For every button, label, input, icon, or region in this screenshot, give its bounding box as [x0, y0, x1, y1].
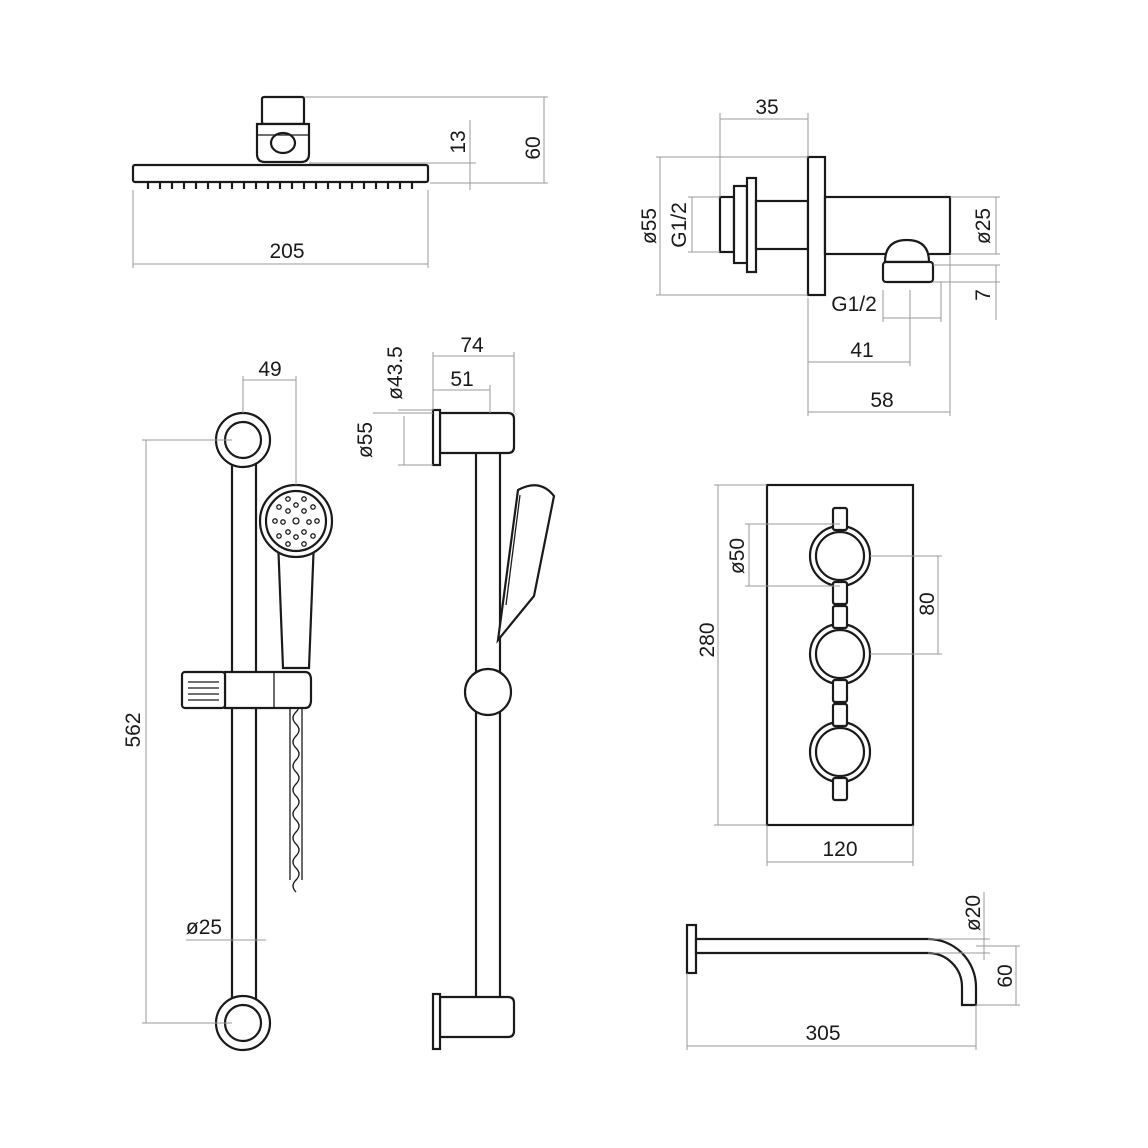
outlet-plate-dia-label: ø55 [638, 208, 661, 244]
shower-arm-label: 13 [447, 130, 470, 153]
valve-handle-dia-label: ø50 [726, 538, 749, 574]
outlet-total-depth-label: 58 [870, 389, 893, 412]
shower-head-drawing: 205 60 13 [131, 95, 548, 268]
riser-side-drawing: 74 51 ø43.5 ø55 [354, 334, 556, 1051]
riser-side-plate-inner-label: ø43.5 [384, 346, 407, 400]
valve-height-label: 280 [696, 622, 719, 657]
outlet-body-dia-label: ø25 [972, 208, 995, 244]
riser-side-depth-label: 74 [460, 334, 484, 357]
wall-outlet-drawing: 35 ø55 G1/2 ø25 7 G1/2 41 58 [638, 96, 1000, 416]
outlet-inlet-thread-label: G1/2 [668, 202, 691, 248]
valve-spacing-label: 80 [916, 592, 939, 615]
shower-head-width-label: 205 [269, 240, 304, 263]
outlet-distance-label: 41 [850, 339, 873, 362]
riser-length-label: 562 [122, 712, 145, 747]
valve-width-label: 120 [822, 838, 857, 861]
riser-side-depth-inner-label: 51 [450, 368, 473, 391]
riser-offset-label: 49 [258, 358, 281, 381]
outlet-offset-label: 7 [972, 289, 995, 301]
bath-spout-drawing: ø20 60 305 [685, 892, 1020, 1050]
riser-rail-dia-label: ø25 [186, 916, 222, 939]
spout-drop-label: 60 [994, 964, 1017, 987]
outlet-depth-label: 35 [755, 96, 778, 119]
riser-side-plate-outer-label: ø55 [354, 422, 377, 458]
riser-front-drawing: 49 562 ø25 [122, 358, 334, 1052]
spout-length-label: 305 [805, 1022, 840, 1045]
valve-plate-drawing: ø50 80 280 120 [696, 483, 942, 866]
shower-head-height-label: 60 [522, 136, 545, 159]
outlet-thread-label: G1/2 [831, 293, 877, 316]
spout-dia-label: ø20 [962, 895, 985, 931]
